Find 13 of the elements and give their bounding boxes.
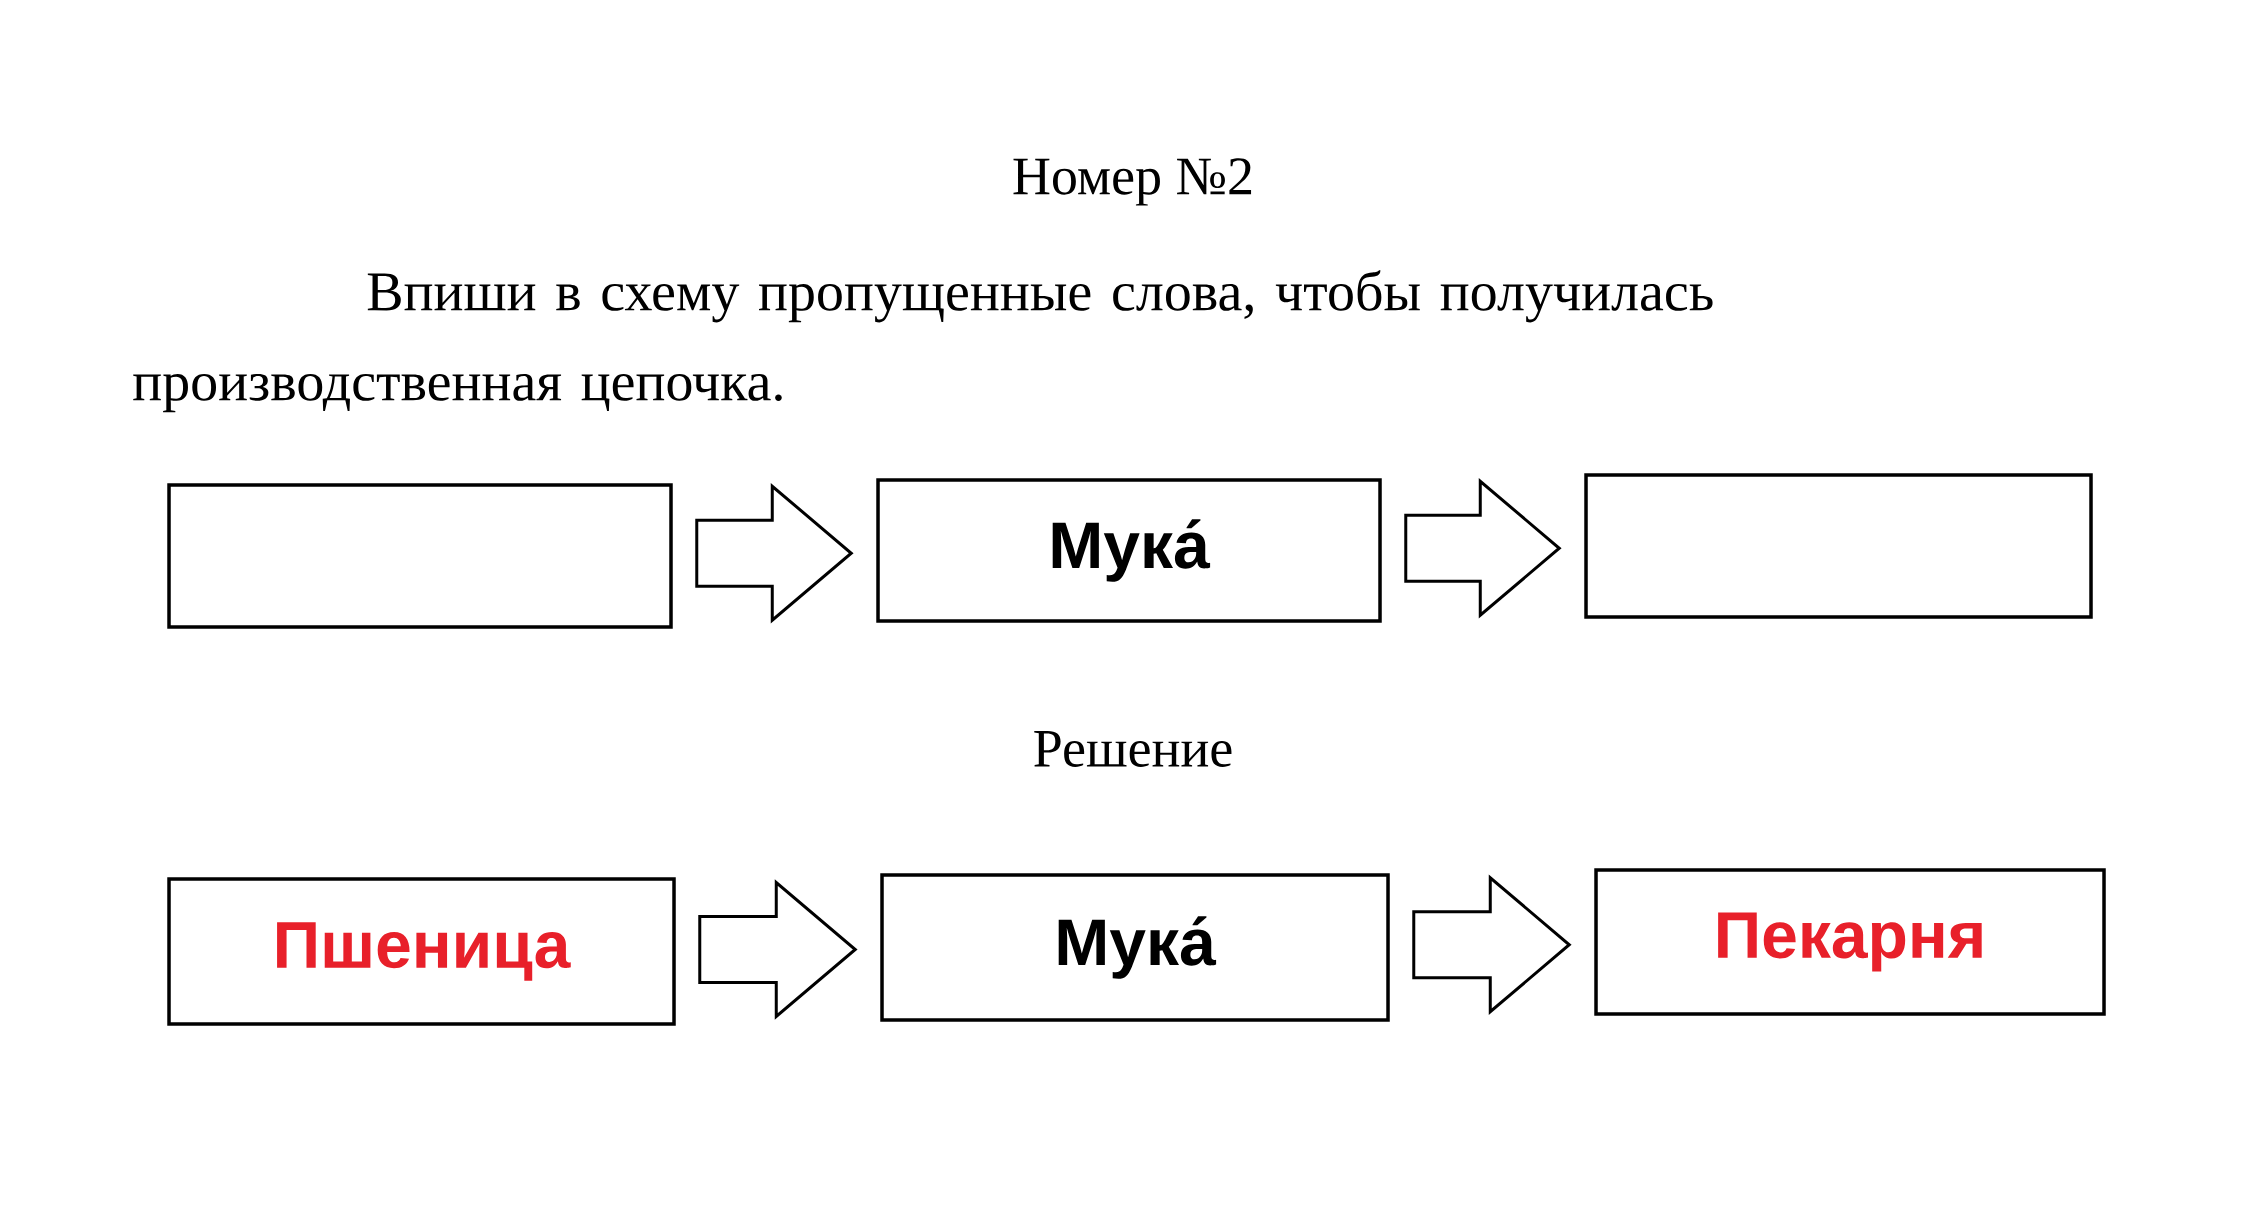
block-arrow [1404,478,1562,619]
answer-box [1584,473,2093,619]
block-arrow [1412,874,1572,1015]
heading: Номер №2 [1013,158,1252,206]
instruction-text: Впиши в схему пропущенные слова, чтобы получилась производственная цепочка. [133,270,1713,413]
block-arrow [695,483,854,624]
text-box: Мука́ [876,478,1382,623]
text-box: Пекарня [1594,868,2106,1016]
text-box: Мука́ [880,873,1390,1022]
answer-box [167,483,673,629]
block-arrow [698,879,858,1020]
text-box: Пшеница [167,877,676,1026]
section-heading: Решение [1034,731,1232,767]
